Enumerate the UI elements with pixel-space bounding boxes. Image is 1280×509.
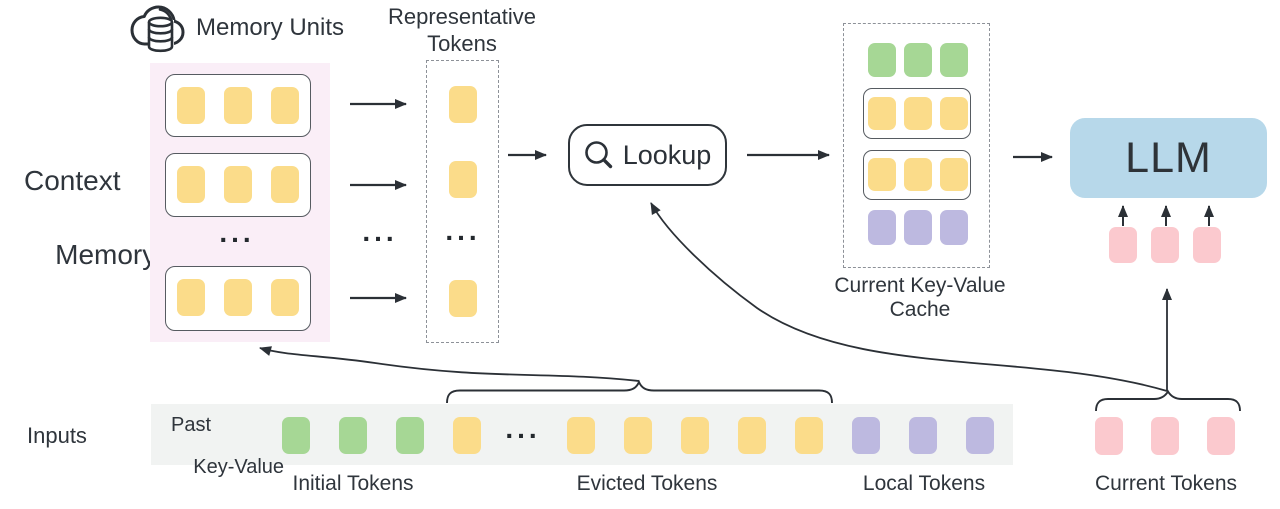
memory-units-label: Memory Units — [196, 14, 345, 41]
token — [940, 97, 968, 130]
token — [1095, 417, 1123, 455]
token — [966, 417, 994, 454]
token — [271, 279, 299, 316]
past-kv-line2: Key-Value — [193, 456, 285, 478]
token — [177, 279, 205, 316]
token — [795, 417, 823, 454]
token — [271, 87, 299, 124]
token — [271, 166, 299, 203]
local-tokens — [852, 417, 994, 454]
token — [396, 417, 424, 454]
token — [738, 417, 766, 454]
inputs-label: Inputs — [27, 423, 87, 448]
token — [1151, 227, 1179, 263]
representative-token-3 — [449, 280, 477, 317]
token — [681, 417, 709, 454]
token — [1151, 417, 1179, 455]
representative-tokens-line2: Tokens — [427, 31, 497, 56]
current-tokens — [1095, 417, 1235, 455]
initial-tokens — [282, 417, 424, 454]
token — [868, 210, 896, 245]
cache-local-tokens — [868, 210, 968, 245]
token — [282, 417, 310, 454]
token — [449, 280, 477, 317]
token — [904, 43, 932, 77]
token — [1207, 417, 1235, 455]
token — [940, 43, 968, 77]
cache-unit-1-tokens — [868, 97, 968, 130]
search-icon — [584, 141, 612, 169]
llm-label: LLM — [1125, 133, 1212, 182]
token — [449, 161, 477, 198]
memory-unit-3-tokens — [177, 279, 299, 316]
token — [339, 417, 367, 454]
evicted-tokens-label: Evicted Tokens — [576, 472, 718, 495]
lookup-label: Lookup — [622, 139, 712, 170]
token — [224, 279, 252, 316]
token — [449, 86, 477, 123]
past-kv-line1: Past — [171, 414, 212, 436]
arrow-evicted-to-context-memory — [259, 346, 640, 382]
evicted-tokens — [567, 417, 823, 454]
context-memory-label: Context Memory — [24, 162, 156, 273]
token — [852, 417, 880, 454]
representative-token-2 — [449, 161, 477, 198]
llm-box: LLM — [1070, 118, 1267, 198]
current-kv-cache-label: Current Key-Value Cache — [820, 274, 1020, 322]
cache-label-line2: Cache — [889, 298, 951, 321]
evicted-tokens-brace — [446, 379, 833, 404]
token — [904, 210, 932, 245]
memory-units-cloud-database-icon — [130, 5, 185, 53]
local-tokens-label: Local Tokens — [862, 472, 986, 495]
token — [868, 97, 896, 130]
token — [624, 417, 652, 454]
token — [868, 158, 896, 191]
token — [453, 417, 481, 454]
representative-token-1 — [449, 86, 477, 123]
current-tokens-label: Current Tokens — [1094, 472, 1238, 495]
context-memory-line2: Memory — [55, 239, 157, 270]
token — [940, 158, 968, 191]
token — [1193, 227, 1221, 263]
initial-tokens-label: Initial Tokens — [292, 472, 414, 495]
cache-initial-tokens — [868, 43, 968, 77]
memory-unit-2-tokens — [177, 166, 299, 203]
token — [177, 166, 205, 203]
token — [868, 43, 896, 77]
token — [904, 97, 932, 130]
current-tokens-brace — [1095, 389, 1241, 412]
context-memory-line1: Context — [24, 165, 121, 196]
cache-unit-2-tokens — [868, 158, 968, 191]
lookup-box: Lookup — [568, 124, 727, 186]
evicted-token-first — [453, 417, 481, 454]
memory-unit-1-tokens — [177, 87, 299, 124]
representative-tokens-label: Representative Tokens — [372, 3, 552, 57]
llm-current-tokens — [1109, 227, 1221, 263]
past-key-value-label: Past Key-Value — [171, 415, 284, 478]
token — [909, 417, 937, 454]
token — [567, 417, 595, 454]
token — [177, 87, 205, 124]
token — [224, 166, 252, 203]
representative-tokens-line1: Representative — [388, 4, 536, 29]
token — [224, 87, 252, 124]
cache-label-line1: Current Key-Value — [834, 274, 1006, 297]
token — [940, 210, 968, 245]
token — [904, 158, 932, 191]
token — [1109, 227, 1137, 263]
